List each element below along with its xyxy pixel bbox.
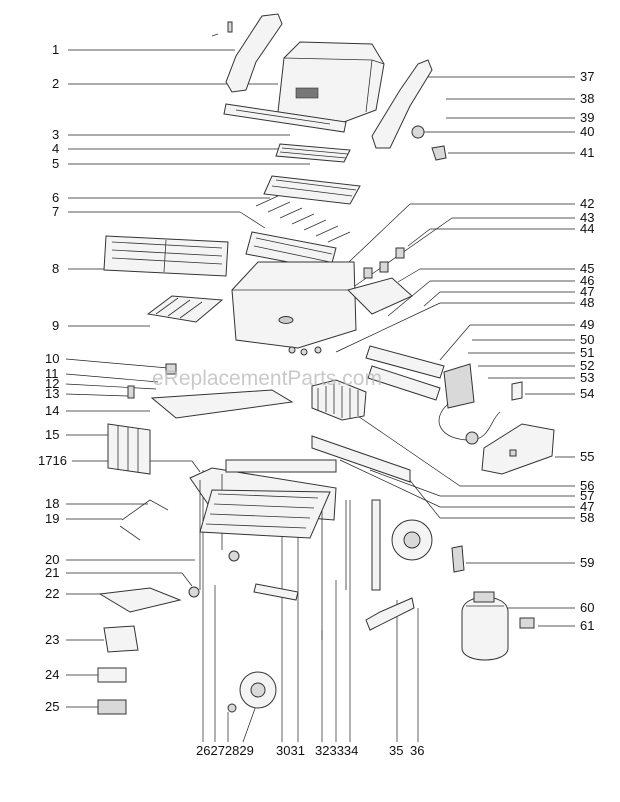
callout-25: 25	[45, 699, 59, 714]
callout-42: 42	[580, 196, 594, 211]
right-callouts: 37 38 39 40 41 42 43 44 45 46 47 48 49 5…	[289, 69, 594, 633]
callout-1: 1	[52, 42, 59, 57]
callout-49: 49	[580, 317, 594, 332]
tool-hooks	[119, 499, 169, 541]
callout-53: 53	[580, 370, 594, 385]
burner-tubes	[365, 345, 445, 379]
front-panel	[223, 103, 347, 133]
bottom-callouts: 26272829 3031 323334 35 36	[196, 470, 424, 758]
callout-51: 51	[580, 345, 594, 360]
flavorizer-bars	[255, 195, 351, 243]
callout-7: 7	[52, 204, 59, 219]
axle-bracket	[365, 597, 415, 631]
cookbox	[231, 261, 357, 349]
cooking-grates	[103, 235, 229, 277]
callout-57: 57	[580, 488, 594, 503]
callout-21: 21	[45, 565, 59, 580]
callout-52: 52	[580, 358, 594, 373]
propane-tank	[461, 596, 509, 661]
callout-38: 38	[580, 91, 594, 106]
cooking-grate-upper	[263, 175, 361, 205]
callout-8: 8	[52, 261, 59, 276]
callout-26-27-28-29: 26272829	[196, 743, 254, 758]
callout-24: 24	[45, 667, 59, 682]
upper-frame	[150, 389, 294, 419]
callout-3: 3	[52, 127, 59, 142]
callout-37: 37	[580, 69, 594, 84]
callout-5: 5	[52, 156, 59, 171]
callout-59: 59	[580, 555, 594, 570]
callout-17-16: 1716	[38, 453, 67, 468]
gas-manifold	[443, 363, 475, 409]
side-table-slats	[107, 423, 151, 475]
callout-41: 41	[580, 145, 594, 160]
catch-pan	[98, 587, 182, 613]
callout-13: 13	[45, 386, 59, 401]
callout-30-31: 3031	[276, 743, 305, 758]
callout-22: 22	[45, 586, 59, 601]
left-side-handle	[225, 13, 283, 93]
callout-4: 4	[52, 141, 59, 156]
catch-pan-holder	[103, 625, 139, 653]
drip-pan	[97, 667, 127, 683]
handle-bracket	[431, 145, 447, 161]
callout-47b: 47	[580, 499, 594, 514]
callout-36: 36	[410, 743, 424, 758]
callout-15: 15	[45, 427, 59, 442]
control-panel	[347, 277, 413, 315]
callout-10: 10	[45, 351, 59, 366]
callout-48: 48	[580, 295, 594, 310]
part-drawings	[97, 13, 555, 715]
callout-61: 61	[580, 618, 594, 633]
grill-lid	[277, 41, 385, 123]
warming-rack	[275, 143, 351, 163]
fuel-scale-box	[481, 423, 555, 475]
callout-44: 44	[580, 221, 594, 236]
callout-14: 14	[45, 403, 59, 418]
right-cart-frame	[311, 435, 411, 483]
lower-grate	[146, 295, 224, 323]
foil-liner	[97, 699, 127, 715]
callout-47: 47	[580, 284, 594, 299]
callout-18: 18	[45, 496, 59, 511]
front-rail	[225, 459, 337, 473]
callout-43: 43	[580, 210, 594, 225]
callout-2: 2	[52, 76, 59, 91]
callout-60: 60	[580, 600, 594, 615]
callout-40: 40	[580, 124, 594, 139]
bottom-shelf	[199, 489, 331, 539]
callout-11: 11	[45, 366, 59, 381]
storage-basket	[311, 379, 367, 421]
callout-39: 39	[580, 110, 594, 125]
callout-58: 58	[580, 510, 594, 525]
right-side-handle	[371, 59, 433, 149]
callout-12: 12	[45, 376, 59, 391]
callout-56: 56	[580, 478, 594, 493]
callout-6: 6	[52, 190, 59, 205]
callout-35: 35	[389, 743, 403, 758]
callout-45: 45	[580, 261, 594, 276]
igniter	[451, 545, 465, 573]
watermark: eReplacementParts.com	[152, 367, 382, 390]
callout-32-33-34: 323334	[315, 743, 358, 758]
thermometer	[411, 125, 425, 139]
callout-19: 19	[45, 511, 59, 526]
caster-wheel	[228, 550, 240, 562]
callout-55: 55	[580, 449, 594, 464]
callout-20: 20	[45, 552, 59, 567]
callout-9: 9	[52, 318, 59, 333]
callout-54: 54	[580, 386, 594, 401]
callout-23: 23	[45, 632, 59, 647]
callout-50: 50	[580, 332, 594, 347]
tank-valve	[519, 617, 535, 629]
callout-46: 46	[580, 273, 594, 288]
